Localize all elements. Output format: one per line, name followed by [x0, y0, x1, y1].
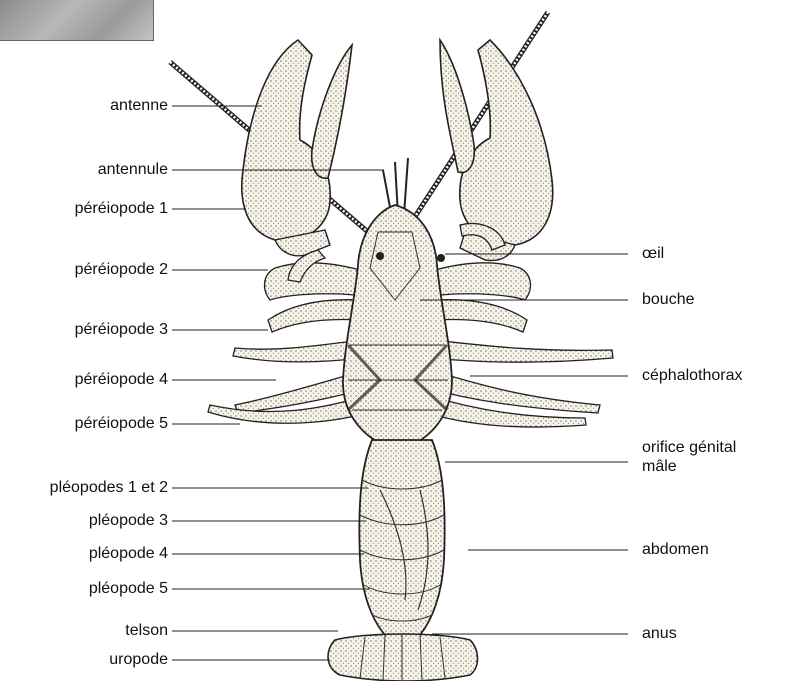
label-pereiopode-1: péréiopode 1	[75, 199, 168, 218]
label-pleopode-4: pléopode 4	[89, 544, 168, 563]
label-pereiopode-2: péréiopode 2	[75, 260, 168, 279]
label-cephalothorax: céphalothorax	[642, 366, 743, 385]
label-oeil: œil	[642, 244, 664, 263]
label-uropode: uropode	[109, 650, 168, 669]
label-orifice-genital-line1: orifice génital	[642, 438, 736, 457]
label-orifice-genital-line2: mâle	[642, 457, 736, 476]
label-pleopode-5: pléopode 5	[89, 579, 168, 598]
cephalothorax	[343, 205, 452, 450]
label-pereiopode-3: péréiopode 3	[75, 320, 168, 339]
label-antenne: antenne	[110, 96, 168, 115]
abdomen-body	[359, 440, 444, 635]
label-orifice-genital: orifice génital mâle	[642, 438, 736, 476]
label-telson: telson	[125, 621, 168, 640]
tail-fan	[328, 634, 477, 681]
label-antennule: antennule	[98, 160, 168, 179]
label-pleopodes-1-2: pléopodes 1 et 2	[50, 478, 168, 497]
label-anus: anus	[642, 624, 677, 643]
label-pleopode-3: pléopode 3	[89, 511, 168, 530]
right-claw	[440, 40, 553, 260]
label-bouche: bouche	[642, 290, 695, 309]
label-pereiopode-4: péréiopode 4	[75, 370, 168, 389]
label-abdomen: abdomen	[642, 540, 709, 559]
label-pereiopode-5: péréiopode 5	[75, 414, 168, 433]
left-claw	[242, 40, 352, 256]
